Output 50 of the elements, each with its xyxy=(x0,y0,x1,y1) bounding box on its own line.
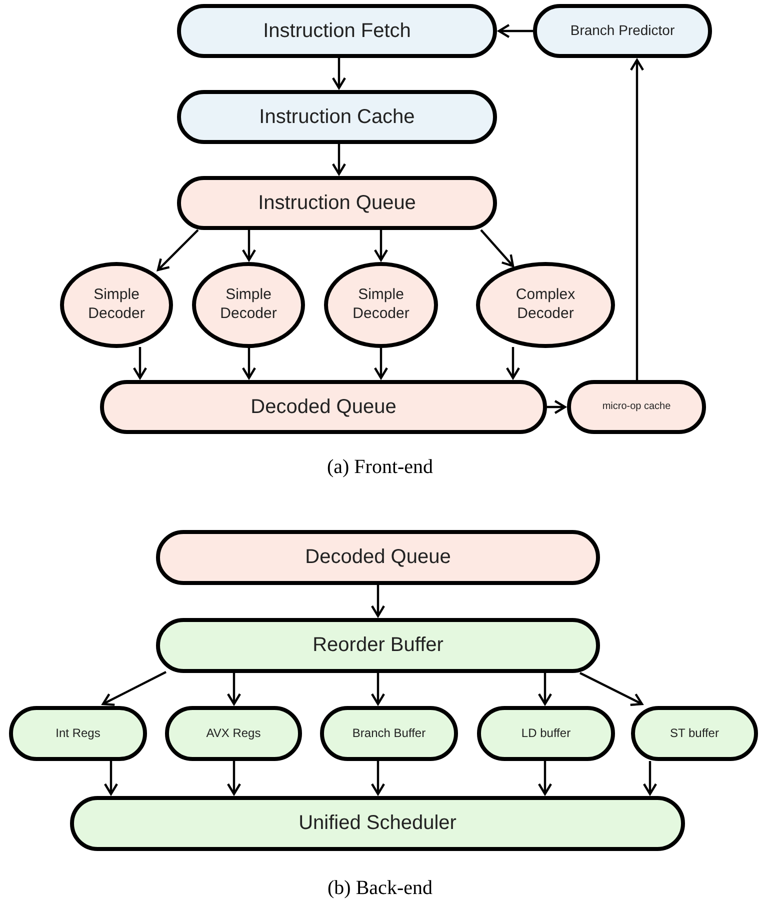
node-label: Instruction Queue xyxy=(257,190,417,216)
arrow xyxy=(156,229,199,272)
arrow xyxy=(370,673,386,706)
node-label: Int Regs xyxy=(54,726,102,741)
arrow xyxy=(480,229,514,268)
arrow xyxy=(580,672,644,706)
node-label: Branch Buffer xyxy=(351,726,427,741)
arrow xyxy=(102,671,166,706)
arrow xyxy=(506,347,520,380)
rounded-pill-box xyxy=(177,4,497,58)
arrow xyxy=(374,348,388,380)
node-label: Instruction Cache xyxy=(258,104,416,130)
rounded-pill-box xyxy=(533,4,712,58)
rounded-pill-box xyxy=(100,380,547,434)
node-label: Unified Scheduler xyxy=(298,811,458,836)
node-label: AVX Regs xyxy=(205,726,262,741)
node-label: Simple Decoder xyxy=(87,286,146,324)
node-label: Instruction Fetch xyxy=(262,18,412,44)
node-label: LD buffer xyxy=(520,726,572,741)
arrow xyxy=(242,348,256,380)
node-label: micro-op cache xyxy=(601,400,672,414)
arrow xyxy=(104,761,118,796)
arrow xyxy=(547,400,566,414)
arrow xyxy=(538,673,552,706)
caption: (a) Front-end xyxy=(326,455,434,480)
arrow xyxy=(226,761,242,796)
node-label: Decoded Queue xyxy=(250,394,398,420)
rounded-pill-box xyxy=(177,90,497,144)
node-label: Simple Decoder xyxy=(219,286,278,324)
caption: (b) Back-end xyxy=(328,876,432,901)
node-label: Complex Decoder xyxy=(514,286,576,324)
node-label: Reorder Buffer xyxy=(312,633,444,658)
arrow xyxy=(332,144,346,176)
node-label: ST buffer xyxy=(669,726,720,741)
arrow xyxy=(498,24,533,38)
arrow xyxy=(370,585,386,618)
arrow xyxy=(370,761,386,796)
arrow xyxy=(132,347,148,380)
node-label: Branch Predictor xyxy=(569,22,676,40)
rounded-pill-box xyxy=(177,176,497,230)
arrow xyxy=(226,673,242,706)
node-label: Simple Decoder xyxy=(352,286,410,324)
node-label: Decoded Queue xyxy=(304,545,452,570)
arrow xyxy=(374,230,388,262)
arrow xyxy=(630,58,644,380)
arrow xyxy=(332,58,346,90)
rounded-pill-box xyxy=(567,380,706,434)
arrow xyxy=(642,761,658,796)
arrow xyxy=(538,761,552,796)
arrow xyxy=(242,230,256,262)
